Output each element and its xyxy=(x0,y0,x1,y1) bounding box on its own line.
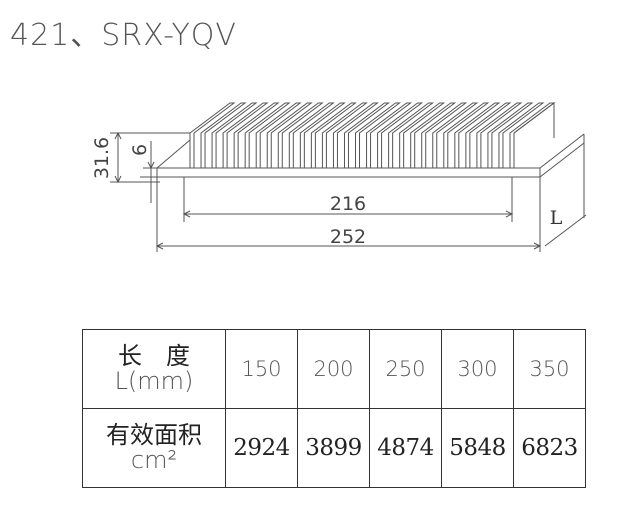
fin xyxy=(388,102,435,168)
fin xyxy=(332,102,379,168)
area-header-cell: 有效面积 cm² xyxy=(82,408,226,488)
fin xyxy=(277,102,324,168)
page-title: 421、SRX-YQV xyxy=(10,18,237,53)
area-cell: 5848 xyxy=(441,408,514,488)
spec-table: 长 度 L(mm) 150 200 250 300 350 有效面积 cm² 2… xyxy=(82,329,586,488)
fin xyxy=(355,102,402,168)
dim-height-total-label: 31.6 xyxy=(91,137,113,179)
area-row: 有效面积 cm² 2924 3899 4874 5848 6823 xyxy=(82,408,586,488)
heatsink-fins xyxy=(189,102,556,168)
area-cell: 4874 xyxy=(369,408,442,488)
fin xyxy=(366,102,413,168)
area-cell: 3899 xyxy=(297,408,370,488)
fin xyxy=(255,102,302,168)
fin xyxy=(476,102,523,168)
length-cell: 150 xyxy=(225,329,298,409)
fin xyxy=(299,102,346,168)
length-cell: 300 xyxy=(441,329,514,409)
fin xyxy=(244,102,291,168)
area-cell: 6823 xyxy=(513,408,586,488)
fin xyxy=(233,102,280,168)
fin xyxy=(321,102,368,168)
fin xyxy=(377,102,424,168)
length-row: 长 度 L(mm) 150 200 250 300 350 xyxy=(82,329,586,409)
length-header-cell: 长 度 L(mm) xyxy=(82,329,226,409)
fin xyxy=(310,102,357,168)
fin xyxy=(509,102,556,168)
length-header-label: 长 度 xyxy=(118,341,190,370)
fin xyxy=(410,102,457,168)
dim-fin-width-label: 216 xyxy=(330,193,366,215)
fin xyxy=(200,102,247,168)
length-cell: 200 xyxy=(297,329,370,409)
length-cell: 250 xyxy=(369,329,442,409)
fin xyxy=(399,102,446,168)
length-unit-label: L(mm) xyxy=(114,367,194,395)
length-cell: 350 xyxy=(513,329,586,409)
area-header-label: 有效面积 xyxy=(106,420,202,449)
area-unit-label: cm² xyxy=(130,446,178,474)
fin xyxy=(443,102,490,168)
dim-base-thickness-label: 6 xyxy=(129,144,151,156)
fin xyxy=(343,102,390,168)
fin xyxy=(421,102,468,168)
fin-back-edge xyxy=(513,102,555,138)
fin xyxy=(211,102,258,168)
area-cell: 2924 xyxy=(225,408,298,488)
fin xyxy=(222,102,269,168)
dim-total-width-label: 252 xyxy=(330,226,366,248)
fin xyxy=(465,102,512,168)
fin xyxy=(498,102,545,168)
fin xyxy=(487,102,534,168)
fin xyxy=(432,102,479,168)
fin xyxy=(454,102,501,168)
dimension-lines xyxy=(110,131,587,252)
fin xyxy=(266,102,313,168)
fin xyxy=(288,102,335,168)
heatsink-drawing: 31.6 6 216 252 L xyxy=(91,102,587,252)
dim-length-label: L xyxy=(550,207,563,229)
